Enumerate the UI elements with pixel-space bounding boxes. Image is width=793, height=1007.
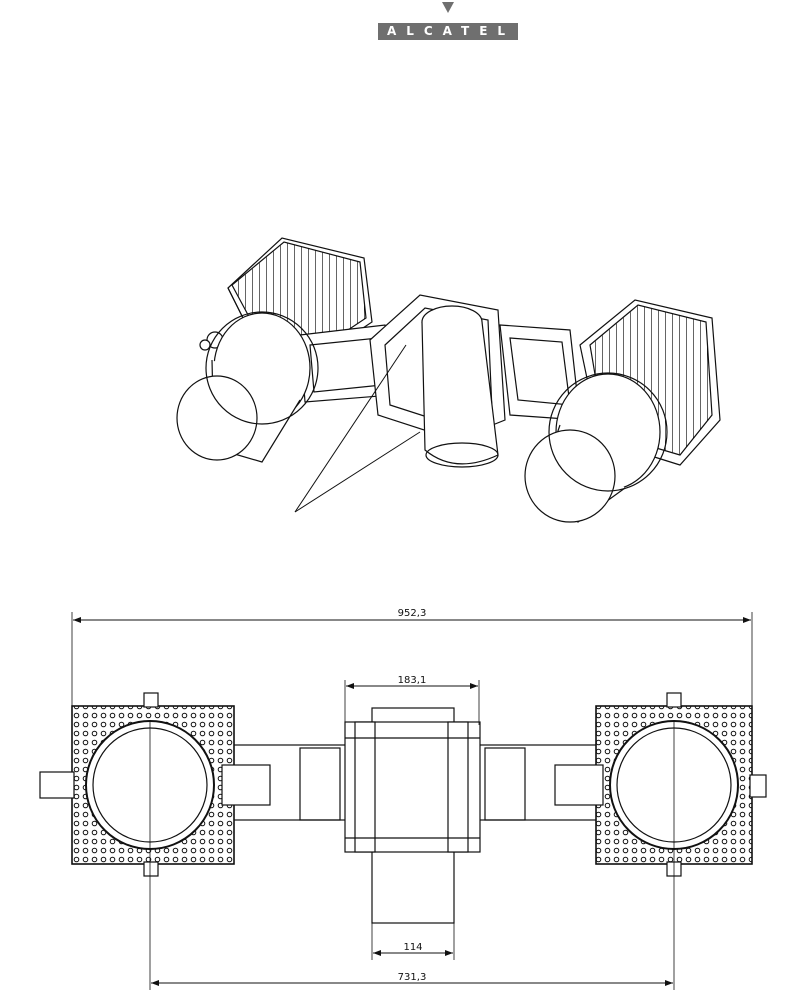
left-antenna-front — [40, 693, 270, 876]
right-antenna-front — [555, 693, 766, 876]
overall-width-label: 952,3 — [398, 608, 427, 619]
front-view — [40, 612, 766, 990]
center-mount — [370, 295, 505, 467]
antenna-spacing-label: 731,3 — [398, 972, 427, 983]
perspective-view — [177, 238, 720, 522]
left-antenna — [177, 312, 318, 462]
pole-diameter-label: 114 — [403, 942, 422, 953]
clamp-width-label: 183,1 — [398, 675, 427, 686]
